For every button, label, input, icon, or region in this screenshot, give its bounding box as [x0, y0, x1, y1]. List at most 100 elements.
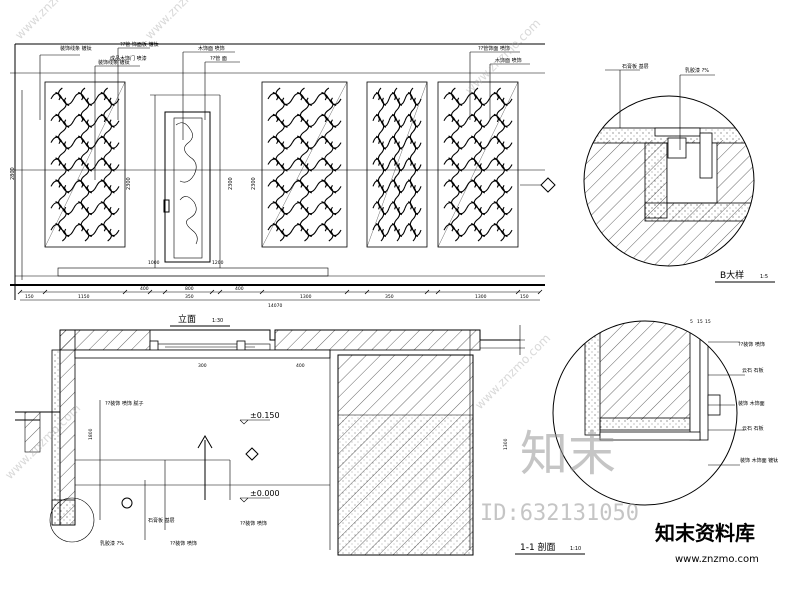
- section-title-scale: 1:10: [570, 546, 581, 552]
- dim-bottom-4: 350: [385, 294, 394, 300]
- elevation-marker-1: [239, 419, 270, 425]
- label-elev-2: 木饰面 喷饰: [198, 45, 225, 52]
- panel-ornament: [488, 196, 513, 220]
- panel-ornament: [50, 109, 75, 133]
- carved-panel: [366, 81, 428, 248]
- panel-ornament: [291, 218, 318, 242]
- label-elev-0: 装饰线条 镀钛: [60, 45, 92, 52]
- panel-ornament: [95, 153, 120, 176]
- panel-ornament: [267, 109, 293, 133]
- label-elev-left-1: 成品木饰门 喷漆: [110, 55, 147, 62]
- plinth: [57, 267, 329, 277]
- panel-ornament: [316, 131, 342, 155]
- panel-ornament: [73, 131, 97, 155]
- detail-right-label-4: 装饰 木饰面 镀钛: [740, 457, 778, 464]
- panel-ornament: [316, 109, 342, 133]
- panel-ornament: [50, 196, 75, 220]
- dim-tick: [515, 289, 521, 295]
- panel-ornament: [95, 196, 120, 220]
- panel-ornament: [267, 196, 293, 220]
- panel-ornament: [372, 109, 390, 133]
- dim-small-0: 1000: [148, 260, 160, 266]
- panel-ornament: [73, 174, 97, 198]
- label-elev-3: ??管 面: [210, 55, 227, 62]
- dim-height-2: 2300: [228, 177, 234, 190]
- dim-bottom-6: 150: [520, 294, 529, 300]
- dim-bottom-3: 1300: [300, 294, 312, 300]
- dim-bottom-1: 1150: [78, 294, 90, 300]
- panel-ornament: [466, 218, 490, 242]
- panel-reflection-line: [44, 81, 126, 248]
- detail-b-label-0: 石膏板 基层: [622, 63, 649, 70]
- section-dim-3: 1800: [88, 428, 94, 440]
- label-elev-left-0: 装饰线条 镀钛: [98, 59, 130, 66]
- detail-right: ??装饰 喷饰 云石 石板 装饰 木饰面 云石 石板 装饰 木饰面 镀钛 5 1…: [552, 319, 778, 506]
- panel-ornament: [388, 131, 406, 154]
- panel-ornament: [388, 175, 406, 198]
- panel-ornament: [73, 218, 97, 242]
- panel-ornament: [50, 131, 75, 155]
- dim-tick: [364, 289, 370, 295]
- panel-ornament: [404, 196, 422, 220]
- panel-ornament: [291, 174, 318, 198]
- panel-ornament: [316, 174, 342, 198]
- panel-ornament: [50, 87, 75, 111]
- panel-ornament: [50, 174, 75, 198]
- panel-ornament: [466, 109, 490, 133]
- detail-right-dim-1: 15: [697, 319, 703, 325]
- section-view: ±0.150 ±0.000 ??装饰 喷饰 腻子 石膏板 基层 乳胶漆 ?% ?…: [15, 325, 585, 556]
- elevation-leaders: [39, 47, 530, 180]
- watermark-diag-2: www.znzmo.com: [462, 16, 543, 97]
- panel-ornament: [488, 218, 513, 242]
- elevation-panels: [44, 81, 519, 248]
- section-label-3: ??装饰 喷饰: [170, 540, 197, 547]
- panel-ornament: [488, 131, 513, 155]
- panel-ornament: [316, 218, 342, 242]
- panel-ornament: [372, 218, 390, 242]
- door: [150, 94, 221, 268]
- dim-tick: [259, 289, 265, 295]
- panel-ornament: [267, 87, 293, 111]
- elevation-title: 立面: [178, 313, 196, 325]
- dim-bottom-5: 1300: [475, 294, 487, 300]
- dim-bottom-2: 350: [185, 294, 194, 300]
- panel-ornament: [372, 87, 390, 111]
- elevation-marker-2: [239, 497, 270, 503]
- watermark-url: www.znzmo.com: [675, 554, 759, 565]
- section-marker: [540, 177, 556, 193]
- detail-right-label-2: 装饰 木饰面: [738, 400, 765, 407]
- panel-ornament: [291, 87, 318, 111]
- panel-ornament: [73, 87, 97, 111]
- panel-ornament: [443, 131, 468, 155]
- panel-ornament: [443, 87, 468, 111]
- section-label-0: ??装饰 喷饰 腻子: [105, 400, 144, 407]
- panel-ornament: [50, 153, 75, 176]
- detail-b-title-scale: 1:5: [760, 274, 768, 280]
- dim-height-1: 2300: [126, 177, 132, 190]
- dim-tick: [147, 289, 153, 295]
- panel-ornament: [488, 87, 513, 111]
- panel-ornament: [404, 218, 422, 242]
- panel-ornament: [316, 196, 342, 220]
- dim-tick: [209, 289, 215, 295]
- section-dim-0: 300: [198, 363, 207, 369]
- section-elev-1: ±0.150: [250, 411, 280, 420]
- panel-ornament: [404, 153, 422, 176]
- panel-ornament: [267, 218, 293, 242]
- dim-tick: [344, 289, 350, 295]
- direction-arrow-head: [197, 435, 213, 449]
- section-label-1: 石膏板 基层: [148, 517, 175, 524]
- panel-ornament: [466, 131, 490, 155]
- elevation-title-scale: 1:30: [212, 318, 223, 324]
- detail-right-dim-2: 15: [705, 319, 711, 325]
- section-dim-2: 1300: [503, 438, 509, 450]
- panel-ornament: [95, 109, 120, 133]
- watermark-brand: 知末资料库: [655, 521, 755, 545]
- panel-ornament: [466, 87, 490, 111]
- section-label-2: 乳胶漆 ?%: [100, 540, 124, 547]
- panel-ornament: [291, 196, 318, 220]
- watermark-diag-4: www.znzmo.com: [472, 331, 553, 412]
- dim-height-0: 2800: [10, 167, 16, 180]
- watermark-diag-0: www.znzmo.com: [12, 0, 93, 42]
- dim-total: 14070: [268, 303, 282, 309]
